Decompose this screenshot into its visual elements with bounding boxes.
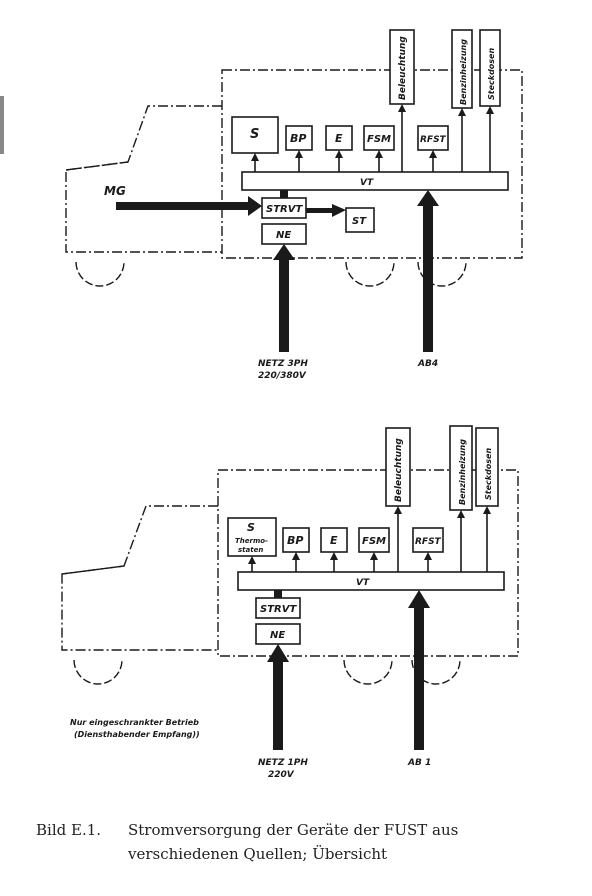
top-e-label: E: [335, 132, 343, 145]
top-strvt-label: STRVT: [266, 204, 303, 215]
top-power-arrows: [116, 190, 439, 352]
top-netz-line2: 220/380V: [258, 371, 307, 381]
scan-edge-mark: [0, 96, 4, 154]
bottom-beleuchtung-label: Beleuchtung: [394, 438, 404, 502]
top-beleuchtung-box: [389, 29, 415, 105]
bottom-power-arrows: [267, 590, 430, 750]
bottom-s-sub1: Thermo-: [235, 537, 268, 545]
bottom-ne-label: NE: [270, 630, 285, 641]
bottom-e-label: E: [330, 534, 338, 547]
top-benzinheizung-label: Benzinheizung: [459, 39, 468, 105]
top-fsm-label: FSM: [367, 134, 391, 145]
bottom-device-arrows: [248, 506, 491, 572]
top-e-box: [325, 125, 353, 151]
bottom-s-label: S: [247, 521, 255, 534]
bottom-rfst-box: [412, 527, 444, 553]
top-s-box: [231, 116, 279, 154]
bottom-diagram: VT S Thermo- staten BP E FSM RFST Beleuc…: [61, 425, 519, 780]
bottom-vt-bar: [237, 571, 505, 591]
bottom-strvt-label: STRVT: [260, 604, 297, 615]
bottom-note-line2: (Diensthabender Empfang)): [74, 730, 200, 739]
top-vt-label: VT: [360, 178, 374, 188]
bottom-truck-outline: [61, 469, 519, 657]
bottom-steckdosen-label: Steckdosen: [484, 448, 493, 500]
bottom-bp-box: [282, 527, 310, 553]
bottom-fsm-label: FSM: [362, 536, 386, 547]
bottom-wheels: [73, 659, 461, 685]
top-mg-label: MG: [104, 184, 126, 198]
bottom-note-line1: Nur eingeschrankter Betrieb: [70, 718, 199, 727]
bottom-ab-label: AB 1: [407, 758, 431, 768]
top-st-label: ST: [352, 216, 367, 227]
bottom-s-sub2: staten: [238, 546, 263, 554]
top-diagram: VT S BP E FSM RFST Beleuchtung Benzinhei…: [65, 29, 523, 381]
top-bp-box: [285, 125, 313, 151]
top-rfst-box: [417, 125, 449, 151]
bottom-bp-label: BP: [287, 534, 303, 547]
top-wheels: [75, 261, 467, 287]
bottom-rfst-label: RFST: [415, 537, 442, 547]
caption-line2: verschiedenen Quellen; Übersicht: [128, 845, 388, 863]
bottom-e-box: [320, 527, 348, 553]
top-vt-bar: [241, 171, 509, 191]
top-s-label: S: [250, 127, 259, 142]
top-beleuchtung-label: Beleuchtung: [398, 36, 408, 100]
top-bp-label: BP: [290, 132, 306, 145]
top-netz-line1: NETZ 3PH: [258, 359, 308, 369]
top-rfst-label: RFST: [420, 135, 447, 145]
bottom-beleuchtung-box: [385, 427, 411, 507]
caption-line1: Stromversorgung der Geräte der FUST aus: [128, 821, 459, 839]
top-fsm-box: [363, 125, 395, 151]
bottom-netz-line2: 220V: [268, 770, 295, 780]
bottom-benzinheizung-label: Benzinheizung: [458, 439, 467, 505]
bottom-netz-line1: NETZ 1PH: [258, 758, 308, 768]
top-truck-outline: [65, 69, 523, 259]
bottom-vt-label: VT: [356, 578, 370, 588]
top-st-box: [345, 207, 375, 233]
top-steckdosen-label: Steckdosen: [487, 48, 496, 100]
caption-number: Bild E.1.: [36, 821, 102, 839]
figure-caption: Bild E.1. Stromversorgung der Geräte der …: [36, 818, 576, 866]
top-device-arrows: [251, 104, 494, 172]
top-ab-label: AB4: [417, 359, 438, 369]
top-ne-label: NE: [276, 230, 291, 241]
